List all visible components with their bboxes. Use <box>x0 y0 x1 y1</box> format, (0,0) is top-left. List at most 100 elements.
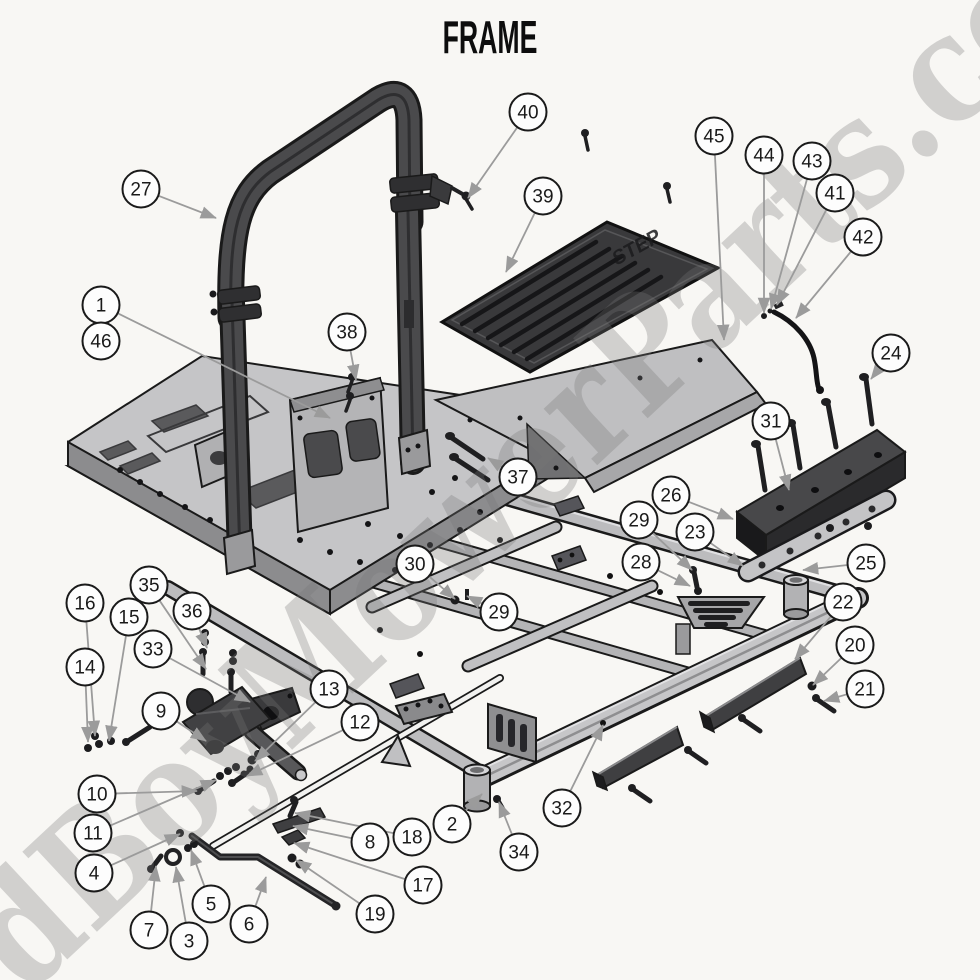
svg-text:37: 37 <box>507 468 528 489</box>
leader-line-13 <box>254 701 317 762</box>
part-callout-7: 7 <box>129 910 169 950</box>
svg-text:2: 2 <box>447 815 458 836</box>
rollbar-clamp-right <box>389 173 453 213</box>
leader-line-34 <box>498 801 513 836</box>
part-callout-22: 22 <box>823 582 863 622</box>
part-callout-19: 19 <box>355 894 395 934</box>
leader-line-15 <box>105 635 127 742</box>
svg-text:35: 35 <box>138 576 159 597</box>
part-callout-3: 3 <box>169 921 209 961</box>
rollbar-clamp-left <box>217 285 262 323</box>
part-callout-40: 40 <box>508 92 548 132</box>
svg-text:29: 29 <box>628 511 649 532</box>
leader-line-1 <box>117 312 331 419</box>
svg-text:21: 21 <box>854 680 875 701</box>
part-callout-33: 33 <box>133 629 173 669</box>
leader-line-41 <box>776 209 828 306</box>
part-callout-37: 37 <box>498 457 538 497</box>
svg-text:8: 8 <box>365 833 376 854</box>
part-callout-16: 16 <box>65 583 105 623</box>
step-plate: STEP <box>439 220 722 374</box>
roll-bar <box>209 81 470 576</box>
part-callout-27: 27 <box>121 169 161 209</box>
svg-text:9: 9 <box>156 702 167 723</box>
part-callout-39: 39 <box>523 176 563 216</box>
part-callout-36: 36 <box>172 591 212 631</box>
svg-text:30: 30 <box>404 555 425 576</box>
caster-tube-right <box>783 574 809 620</box>
part-callout-30: 30 <box>395 544 435 584</box>
leader-line-21 <box>823 690 848 703</box>
leader-line-28 <box>657 569 691 587</box>
part-callout-24: 24 <box>871 333 911 373</box>
svg-text:22: 22 <box>832 593 853 614</box>
part-callout-43: 43 <box>792 141 832 181</box>
leader-line-26 <box>687 500 734 520</box>
svg-text:45: 45 <box>703 127 724 148</box>
svg-text:29: 29 <box>488 603 509 624</box>
leader-line-12 <box>246 729 344 777</box>
svg-text:38: 38 <box>336 323 357 344</box>
part-callout-12: 12 <box>340 702 380 742</box>
part-callout-29: 29 <box>619 500 659 540</box>
leader-line-11 <box>109 779 217 827</box>
part-callout-35: 35 <box>129 565 169 605</box>
leader-line-42 <box>795 250 852 319</box>
part-callout-10: 10 <box>77 774 117 814</box>
leader-line-17 <box>293 841 406 881</box>
part-callout-38: 38 <box>327 312 367 352</box>
leader-line-2 <box>464 793 483 812</box>
leader-line-33 <box>168 657 251 703</box>
svg-text:20: 20 <box>844 636 865 657</box>
leader-line-8 <box>292 822 353 840</box>
part-callout-44: 44 <box>744 135 784 175</box>
svg-text:39: 39 <box>532 187 553 208</box>
svg-text:24: 24 <box>880 344 902 365</box>
svg-text:41: 41 <box>824 184 845 205</box>
part-callout-15: 15 <box>109 597 149 637</box>
leader-line-24 <box>870 363 886 380</box>
part-callout-11: 11 <box>73 813 113 853</box>
part-callout-4: 4 <box>74 853 114 893</box>
svg-text:42: 42 <box>852 228 873 249</box>
leader-line-35 <box>158 599 207 670</box>
leader-line-37 <box>487 457 505 472</box>
svg-text:13: 13 <box>318 680 339 701</box>
leader-line-39 <box>505 212 536 273</box>
leader-line-32 <box>569 724 604 792</box>
part-callout-9: 9 <box>141 691 181 731</box>
leader-line-30 <box>428 575 456 600</box>
part-callout-32: 32 <box>542 788 582 828</box>
svg-text:7: 7 <box>144 921 155 942</box>
leader-line-7 <box>148 865 161 912</box>
svg-text:26: 26 <box>660 486 681 507</box>
leader-line-45 <box>714 154 730 341</box>
leader-line-4 <box>110 833 181 867</box>
svg-text:15: 15 <box>118 608 139 629</box>
part-callout-14: 14 <box>65 647 105 687</box>
svg-text:36: 36 <box>181 602 202 623</box>
leader-line-29 <box>466 595 484 609</box>
diagram-title: FRAME <box>442 11 538 63</box>
part-callout-18: 18 <box>392 817 432 857</box>
leader-line-38 <box>346 350 360 381</box>
svg-text:31: 31 <box>760 412 781 433</box>
leader-lines <box>81 126 886 923</box>
svg-text:27: 27 <box>130 180 151 201</box>
part-callout-5: 5 <box>191 884 231 924</box>
bent-rod <box>188 832 341 911</box>
push-rod <box>209 674 504 850</box>
svg-text:3: 3 <box>184 932 195 953</box>
svg-text:40: 40 <box>517 103 538 124</box>
svg-text:16: 16 <box>74 594 95 615</box>
svg-text:33: 33 <box>142 640 163 661</box>
part-callout-20: 20 <box>835 625 875 665</box>
svg-text:25: 25 <box>855 554 876 575</box>
part-callout-25: 25 <box>846 543 886 583</box>
leader-line-9 <box>175 720 207 742</box>
svg-text:28: 28 <box>630 553 651 574</box>
part-callout-45: 45 <box>694 116 734 156</box>
